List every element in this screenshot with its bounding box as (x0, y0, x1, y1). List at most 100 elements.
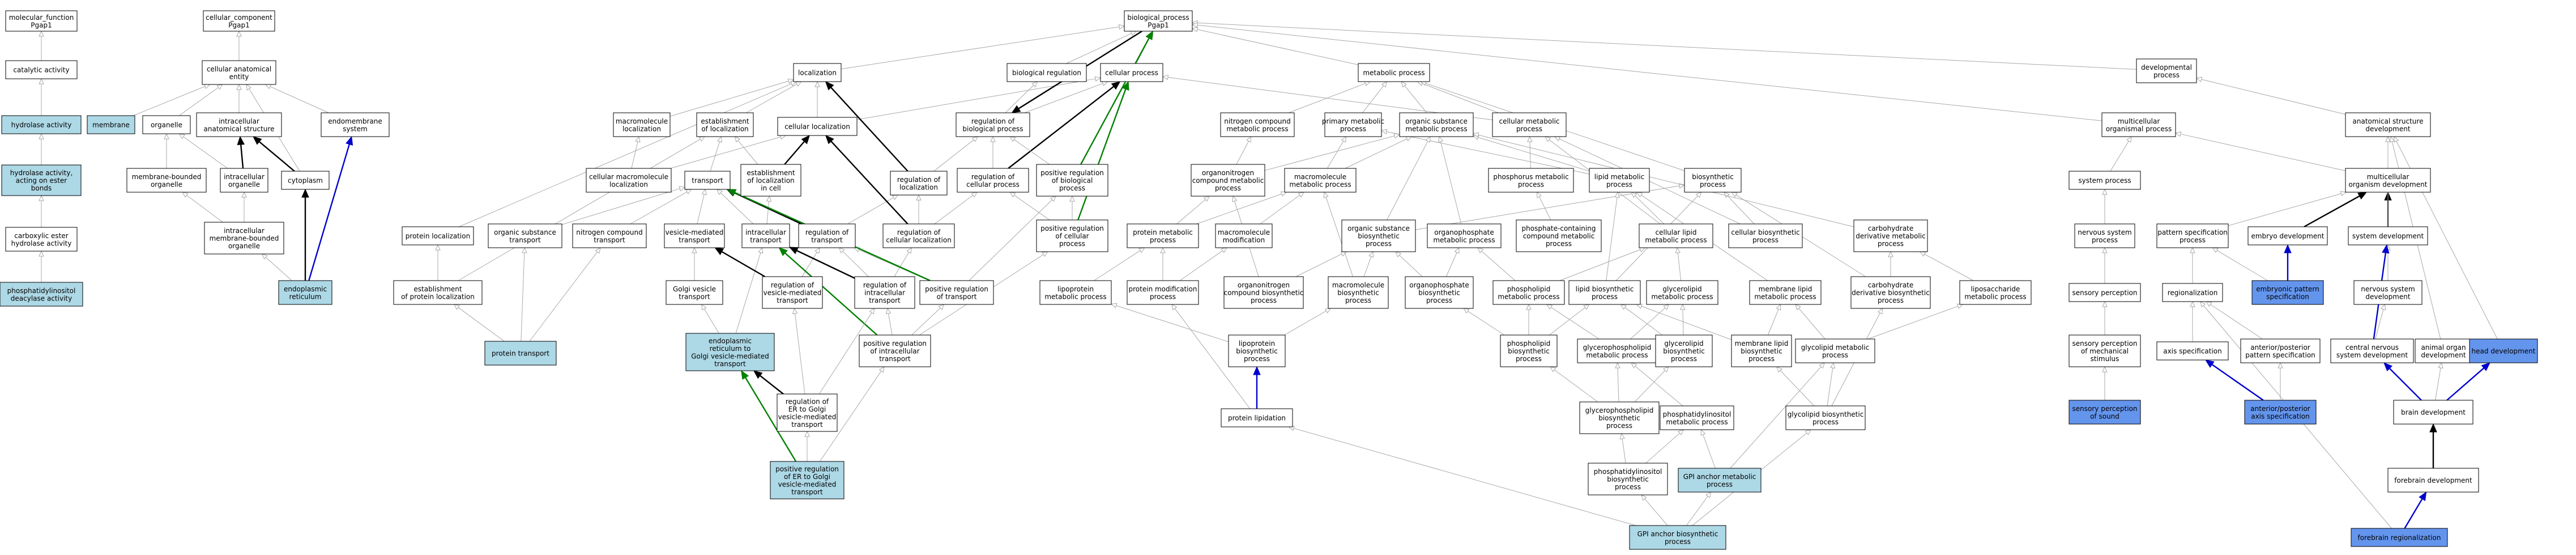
go-term-node[interactable]: axis specification (2156, 341, 2229, 361)
node-box[interactable] (793, 63, 842, 82)
go-term-node[interactable]: hydrolase activity (1, 115, 82, 134)
node-box[interactable] (2351, 528, 2448, 547)
node-box[interactable] (1, 115, 82, 134)
node-box[interactable] (1492, 112, 1567, 137)
go-term-node[interactable]: cytoplasm (281, 171, 330, 190)
node-box[interactable] (2069, 283, 2141, 302)
node-box[interactable] (2162, 283, 2223, 302)
node-box[interactable] (202, 60, 276, 85)
node-box[interactable] (1589, 168, 1650, 193)
node-box[interactable] (2101, 112, 2176, 137)
go-term-node[interactable]: sensory perception (2069, 283, 2141, 302)
go-term-node[interactable]: head development (2469, 338, 2538, 363)
node-box[interactable] (2393, 400, 2473, 425)
node-box[interactable] (1795, 338, 1875, 363)
node-box[interactable] (2345, 168, 2431, 193)
node-box[interactable] (1850, 276, 1931, 309)
node-box[interactable] (2156, 341, 2229, 361)
node-box[interactable] (281, 171, 330, 190)
node-box[interactable] (741, 223, 790, 248)
node-box[interactable] (393, 280, 483, 305)
node-box[interactable] (696, 112, 754, 137)
node-box[interactable] (220, 168, 268, 193)
node-box[interactable] (762, 276, 823, 309)
go-term-node[interactable]: cellular localization (777, 117, 858, 136)
go-term-node[interactable]: forebrain development (2387, 468, 2479, 493)
node-box[interactable] (1284, 168, 1357, 193)
node-box[interactable] (1100, 63, 1163, 82)
go-term-node[interactable]: catalytic activity (5, 60, 78, 79)
node-box[interactable] (770, 461, 845, 499)
node-box[interactable] (1221, 408, 1293, 427)
node-box[interactable] (1500, 334, 1558, 367)
node-box[interactable] (2136, 58, 2197, 83)
node-box[interactable] (5, 227, 78, 252)
node-box[interactable] (1036, 164, 1108, 197)
go-term-node[interactable]: system process (2069, 171, 2141, 190)
node-box[interactable] (854, 276, 915, 309)
node-box[interactable] (1405, 276, 1474, 309)
node-box[interactable] (1853, 219, 1928, 252)
node-box[interactable] (1324, 112, 1382, 137)
node-box[interactable] (1749, 280, 1822, 305)
node-box[interactable] (890, 171, 948, 196)
go-term-node[interactable]: regionalization (2162, 283, 2223, 302)
go-term-node[interactable]: protein lipidation (1221, 408, 1293, 427)
node-box[interactable] (2074, 223, 2135, 248)
node-box[interactable] (1577, 338, 1657, 363)
node-box[interactable] (484, 341, 557, 366)
node-box[interactable] (2247, 226, 2328, 245)
node-box[interactable] (1358, 63, 1430, 82)
node-box[interactable] (2469, 338, 2538, 363)
node-box[interactable] (882, 223, 955, 248)
go-term-node[interactable]: metabolic process (1358, 63, 1430, 82)
node-box[interactable] (1655, 334, 1713, 367)
go-term-node[interactable]: biological regulation (1006, 63, 1087, 82)
